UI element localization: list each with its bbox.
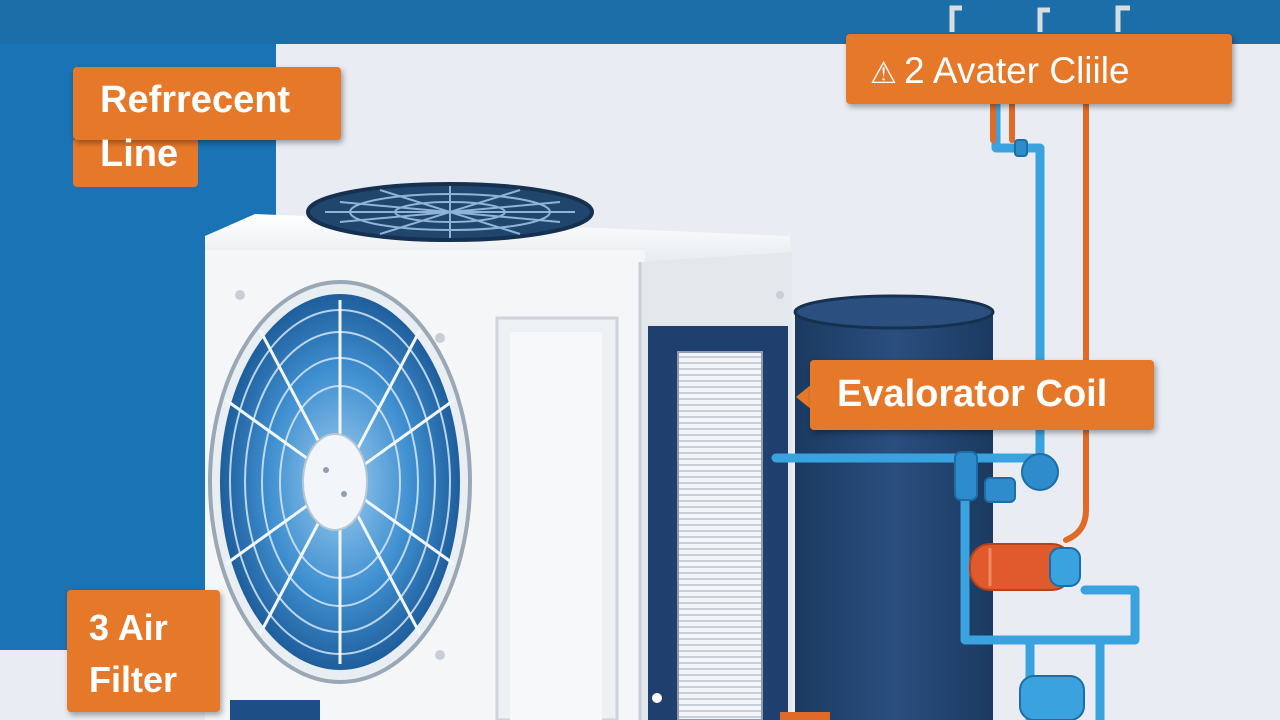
refrigerant-line-callout: Refrrecent Line bbox=[73, 67, 341, 175]
top-fan-grille bbox=[306, 182, 594, 242]
evaporator-coil-label: Evalorator Coil bbox=[837, 373, 1108, 415]
water-circuit-label: 2 Avater Cliile bbox=[904, 50, 1130, 91]
front-fan bbox=[208, 280, 472, 684]
refrigerant-line-label-2: Line bbox=[100, 133, 179, 175]
pipe-fittings bbox=[954, 139, 1085, 720]
refrigerant-line-callout-tab bbox=[73, 140, 198, 187]
air-filter-label-1: 3 Air bbox=[89, 607, 168, 648]
air-filter-label-2: Filter bbox=[89, 659, 178, 701]
warning-icon: ⚠ bbox=[870, 57, 897, 90]
air-filter-callout: 3 Air Filter bbox=[67, 590, 220, 712]
evaporator-coil-callout: Evalorator Coil bbox=[810, 360, 1154, 430]
refrigerant-line-label-1: Refrrecent bbox=[100, 79, 291, 121]
refrigerant-pipes bbox=[990, 101, 1089, 543]
pipe-base bbox=[780, 712, 830, 720]
pipe-stubs-top bbox=[949, 5, 1130, 32]
evaporator-callout-pointer bbox=[796, 384, 812, 410]
water-circuit-callout: ⚠2 Avater Cliile bbox=[846, 34, 1232, 104]
unit-base bbox=[230, 700, 320, 720]
filter-drier bbox=[969, 543, 1081, 591]
